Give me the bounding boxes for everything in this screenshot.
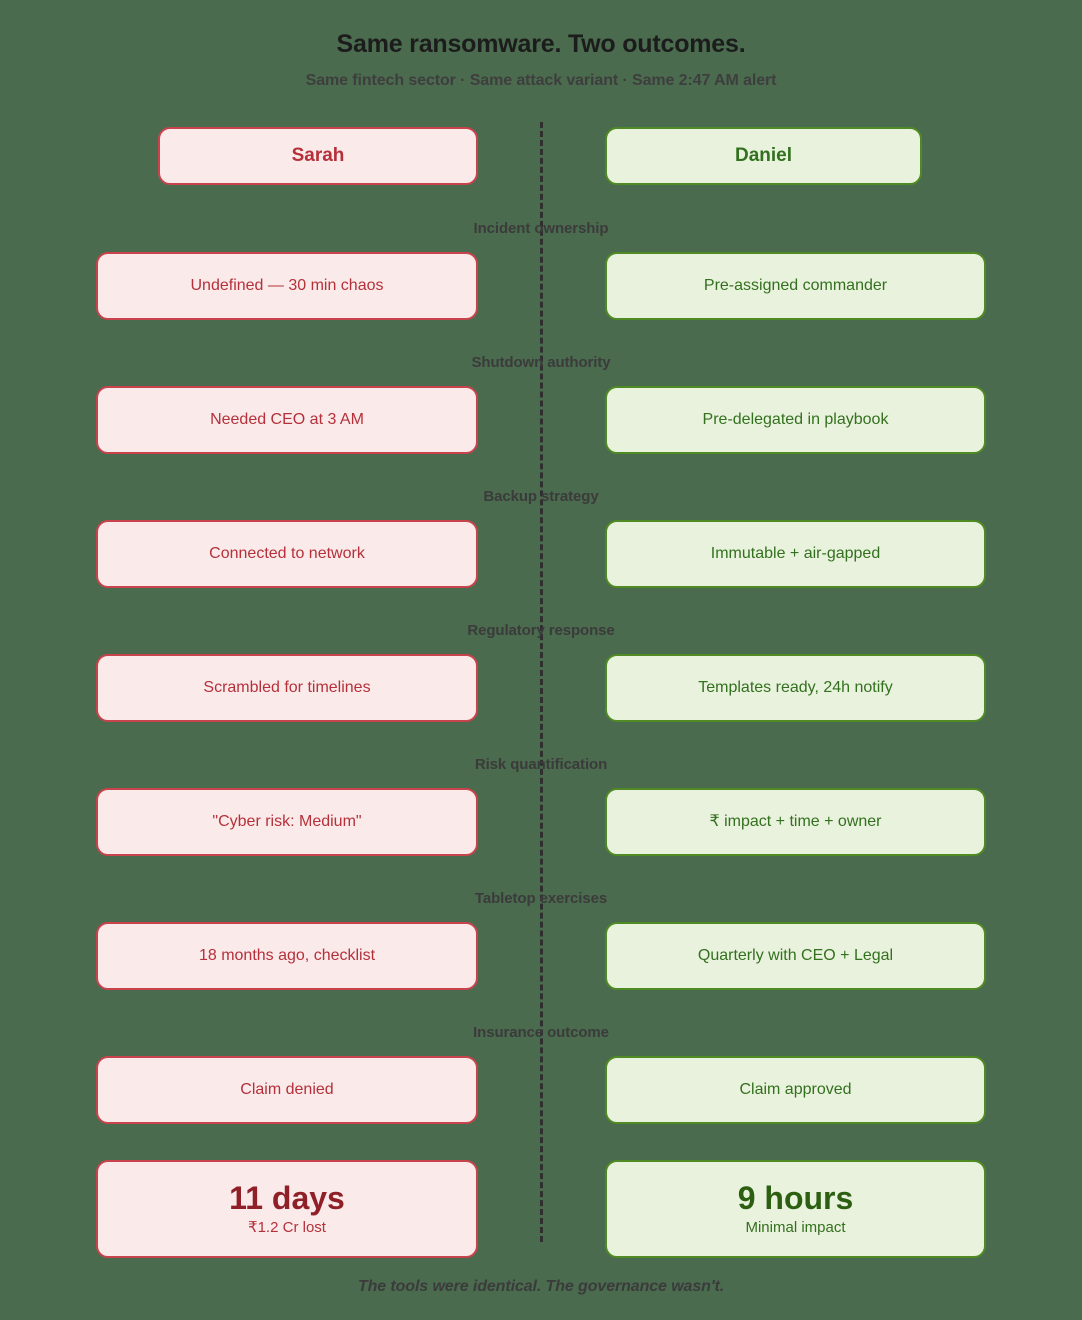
row-label: Risk quantification	[474, 756, 608, 773]
summary-left-headline: 11 days	[229, 1180, 345, 1217]
column-divider	[540, 122, 543, 1242]
row-label: Regulatory response	[467, 622, 615, 639]
summary-card-right: 9 hours Minimal impact	[605, 1160, 986, 1258]
comparison-card-left: "Cyber risk: Medium"	[96, 788, 478, 856]
column-header-left: Sarah	[158, 127, 478, 185]
comparison-card-left: Scrambled for timelines	[96, 654, 478, 722]
comparison-card-left: Connected to network	[96, 520, 478, 588]
column-header-right-label: Daniel	[734, 144, 793, 166]
comparison-card-right: Immutable + air-gapped	[605, 520, 986, 588]
comparison-card-right-label: Quarterly with CEO + Legal	[697, 947, 894, 965]
comparison-card-left: Claim denied	[96, 1056, 478, 1124]
comparison-card-right: Claim approved	[605, 1056, 986, 1124]
comparison-card-right: Templates ready, 24h notify	[605, 654, 986, 722]
comparison-card-right: Pre-delegated in playbook	[605, 386, 986, 454]
comparison-card-right-label: ₹ impact + time + owner	[709, 813, 882, 831]
comparison-card-left-label: 18 months ago, checklist	[198, 947, 376, 965]
comparison-card-left-label: Needed CEO at 3 AM	[210, 411, 364, 429]
summary-right-detail: Minimal impact	[745, 1218, 846, 1236]
summary-right-headline: 9 hours	[737, 1180, 854, 1217]
comparison-card-left-label: Claim denied	[240, 1081, 334, 1099]
column-header-right: Daniel	[605, 127, 922, 185]
footer-note: The tools were identical. The governance…	[357, 1278, 725, 1295]
comparison-card-left-label: Scrambled for timelines	[203, 679, 371, 697]
comparison-card-right-label: Pre-assigned commander	[703, 277, 888, 295]
row-label: Incident ownership	[473, 220, 609, 237]
comparison-card-right: Quarterly with CEO + Legal	[605, 922, 986, 990]
page-subtitle: Same fintech sector · Same attack varian…	[305, 72, 777, 89]
comparison-card-right: Pre-assigned commander	[605, 252, 986, 320]
comparison-card-right-label: Immutable + air-gapped	[710, 545, 881, 563]
comparison-card-left: Undefined — 30 min chaos	[96, 252, 478, 320]
row-label: Insurance outcome	[473, 1024, 609, 1041]
row-label: Tabletop exercises	[474, 890, 608, 907]
comparison-card-left-label: "Cyber risk: Medium"	[212, 813, 362, 831]
comparison-card-right-label: Pre-delegated in playbook	[702, 411, 889, 429]
row-label: Backup strategy	[483, 488, 599, 505]
comparison-card-left: 18 months ago, checklist	[96, 922, 478, 990]
comparison-card-right-label: Claim approved	[739, 1081, 852, 1099]
summary-card-left: 11 days ₹1.2 Cr lost	[96, 1160, 478, 1258]
comparison-card-left-label: Undefined — 30 min chaos	[190, 277, 384, 295]
comparison-card-right-label: Templates ready, 24h notify	[698, 679, 893, 697]
comparison-card-left: Needed CEO at 3 AM	[96, 386, 478, 454]
row-label: Shutdown authority	[471, 354, 611, 371]
summary-left-detail: ₹1.2 Cr lost	[248, 1218, 326, 1236]
page-title: Same ransomware. Two outcomes.	[336, 30, 746, 58]
comparison-card-right: ₹ impact + time + owner	[605, 788, 986, 856]
column-header-left-label: Sarah	[291, 144, 345, 166]
comparison-card-left-label: Connected to network	[209, 545, 365, 563]
